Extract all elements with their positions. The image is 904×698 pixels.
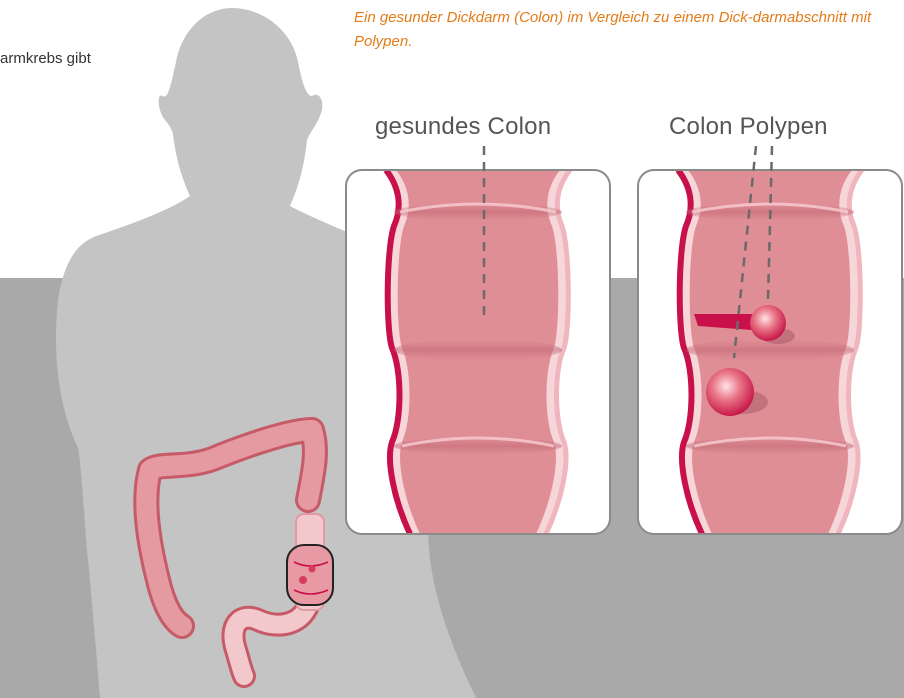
magnified-section-marker xyxy=(287,545,333,605)
polyp-stalked xyxy=(750,305,786,341)
healthy-colon-panel xyxy=(346,146,610,534)
polyp-colon-panel xyxy=(638,146,902,534)
polyp-colon-title: Colon Polypen xyxy=(669,113,828,141)
figure-caption: Ein gesunder Dickdarm (Colon) im Verglei… xyxy=(354,6,894,54)
polyp-sessile xyxy=(706,368,754,416)
intro-text: armkrebs gibt xyxy=(0,50,91,67)
healthy-colon-title: gesundes Colon xyxy=(375,113,551,141)
